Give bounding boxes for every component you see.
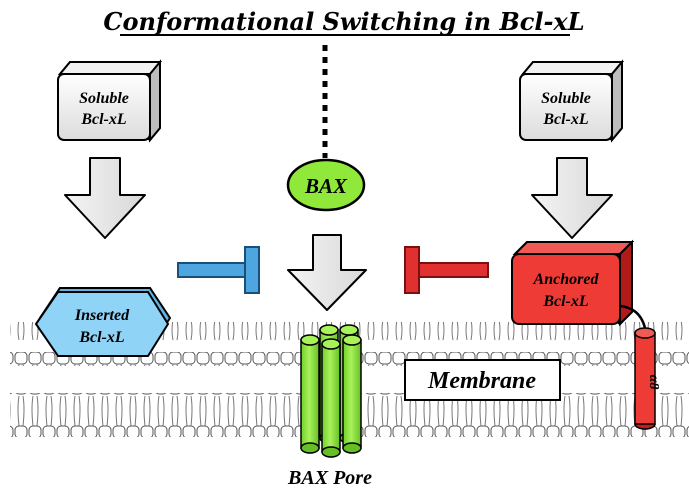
soluble-bclxl-right: Soluble Bcl-xL [519, 59, 625, 143]
arrow-right-down [531, 157, 613, 239]
diagram-title: Conformational Switching in Bcl-xL [103, 7, 585, 36]
alpha8-helix: α8 [634, 327, 661, 430]
bax-pore [300, 324, 362, 458]
inhibit-left [177, 246, 260, 294]
anchored-line2: Bcl-xL [542, 293, 589, 310]
bax-protein: BAX [286, 158, 366, 212]
pore-rod [342, 334, 362, 454]
title-text: Conformational Switching in Bcl-xL [103, 7, 584, 36]
inserted-bclxl: Inserted Bcl-xL [34, 287, 172, 357]
helix-linker [619, 304, 647, 329]
membrane-label: Membrane [427, 368, 536, 394]
bax-label: BAX [304, 174, 348, 198]
arrow-center-down [287, 234, 367, 311]
inserted-line1: Inserted [74, 307, 130, 324]
anchored-line1: Anchored [533, 271, 600, 288]
soluble-bclxl-left: Soluble Bcl-xL [57, 59, 163, 143]
membrane-label-box: Membrane [404, 359, 561, 401]
pore-rod [300, 334, 320, 454]
soluble-right-line2: Bcl-xL [542, 111, 589, 128]
inserted-line2: Bcl-xL [78, 329, 125, 346]
soluble-left-line1: Soluble [79, 90, 129, 107]
soluble-left-line2: Bcl-xL [80, 111, 127, 128]
pore-rod [321, 338, 341, 458]
helix-label: α8 [646, 375, 661, 390]
inhibit-right [404, 246, 489, 294]
arrow-left-down [64, 157, 146, 239]
bax-pore-label: BAX Pore [287, 467, 372, 489]
anchored-bclxl: Anchored Bcl-xL [511, 239, 635, 327]
soluble-right-line1: Soluble [541, 90, 591, 107]
